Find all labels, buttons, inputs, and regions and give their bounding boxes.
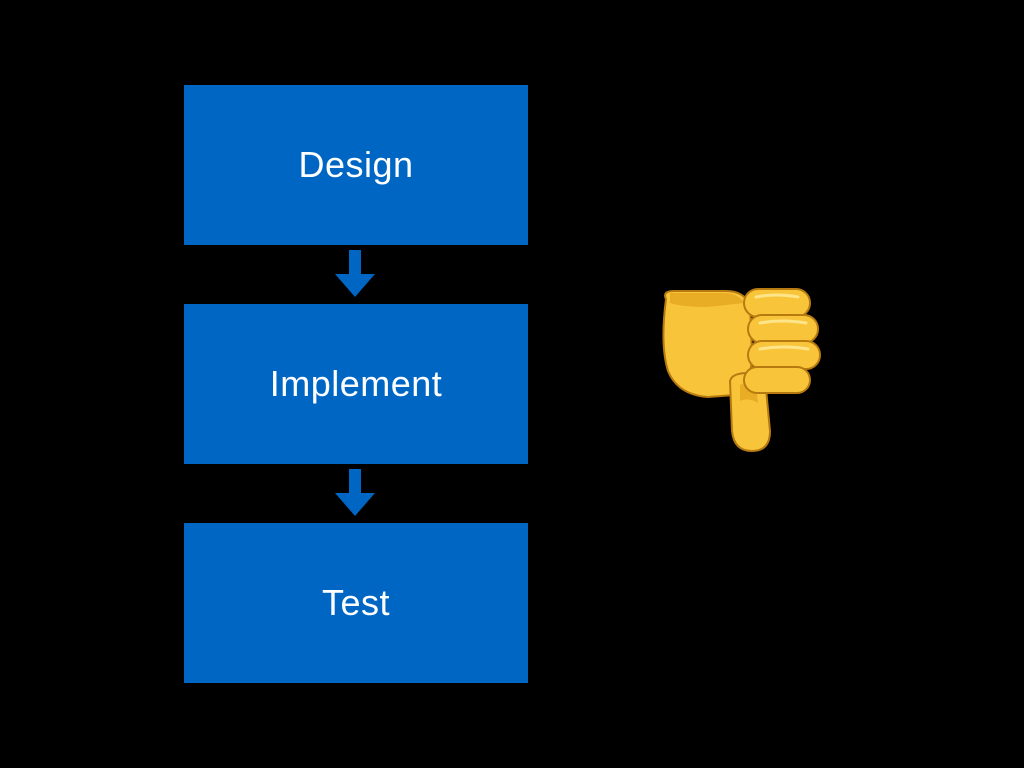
- arrow-down-icon: [335, 250, 375, 297]
- thumbs-down-icon: [662, 288, 821, 453]
- stage-box-test: Test: [184, 523, 528, 683]
- stage-label: Implement: [269, 363, 443, 404]
- stage-label: Test: [321, 582, 391, 623]
- stage-box-implement: Implement: [184, 304, 528, 464]
- stage-label: Design: [298, 144, 414, 185]
- arrow-down-icon: [335, 469, 375, 516]
- stage-box-design: Design: [184, 85, 528, 245]
